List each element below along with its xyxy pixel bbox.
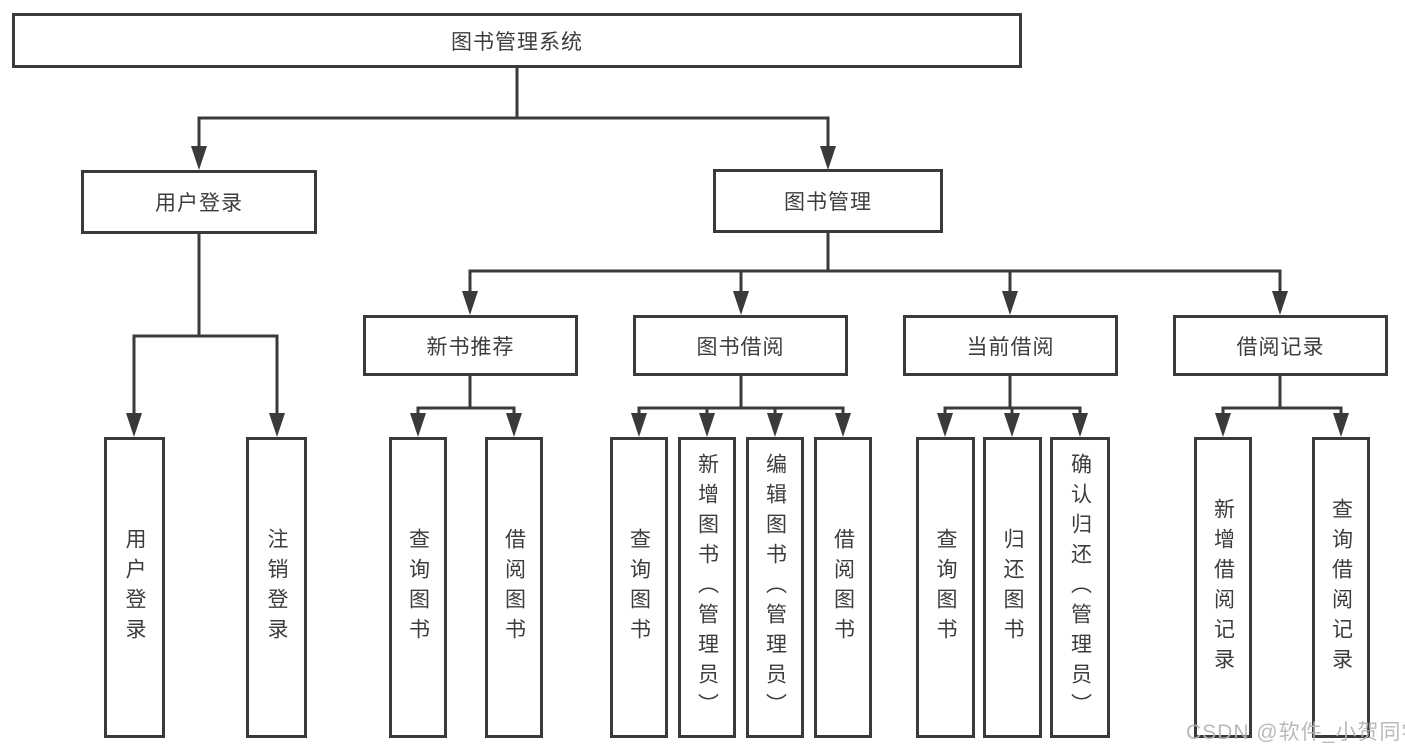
leaf-borrow-books-recommend: 借阅图书 bbox=[485, 437, 543, 738]
leaf-label: 归还图书 bbox=[1001, 527, 1024, 648]
node-label: 图书管理系统 bbox=[451, 30, 583, 54]
node-current-borrowing: 当前借阅 bbox=[903, 315, 1118, 376]
node-library-management-system: 图书管理系统 bbox=[12, 13, 1022, 68]
leaf-query-books-current: 查询图书 bbox=[916, 437, 975, 738]
leaf-return-book: 归还图书 bbox=[983, 437, 1042, 738]
leaf-label: 确认归还（管理员） bbox=[1068, 452, 1092, 723]
node-label: 图书管理 bbox=[784, 191, 872, 214]
leaf-label: 新增图书（管理员） bbox=[695, 452, 719, 723]
csdn-watermark: CSDN @软件_小贺同学 bbox=[1186, 721, 1405, 744]
leaf-confirm-return-admin: 确认归还（管理员） bbox=[1050, 437, 1110, 738]
node-user-login-branch: 用户登录 bbox=[81, 170, 317, 234]
leaf-label: 查询图书 bbox=[627, 527, 651, 648]
leaf-query-books-recommend: 查询图书 bbox=[389, 437, 447, 738]
leaf-query-borrow-record: 查询借阅记录 bbox=[1312, 437, 1370, 738]
leaf-edit-book-admin: 编辑图书（管理员） bbox=[746, 437, 804, 738]
node-borrowing-records: 借阅记录 bbox=[1173, 315, 1388, 376]
leaf-label: 注销登录 bbox=[265, 527, 288, 648]
leaf-label: 新增借阅记录 bbox=[1211, 497, 1235, 678]
leaf-label: 编辑图书（管理员） bbox=[763, 452, 787, 723]
leaf-label: 借阅图书 bbox=[831, 527, 855, 648]
leaf-label: 用户登录 bbox=[123, 527, 146, 648]
node-book-borrowing: 图书借阅 bbox=[633, 315, 848, 376]
node-label: 图书借阅 bbox=[696, 335, 785, 359]
node-label: 新书推荐 bbox=[426, 335, 515, 359]
leaf-logout-login: 注销登录 bbox=[246, 437, 307, 738]
leaf-query-books-borrowing: 查询图书 bbox=[610, 437, 668, 738]
leaf-label: 查询图书 bbox=[406, 527, 430, 648]
node-label: 用户登录 bbox=[155, 192, 243, 215]
node-label: 当前借阅 bbox=[966, 335, 1055, 359]
node-label: 借阅记录 bbox=[1236, 335, 1325, 359]
leaf-add-borrow-record: 新增借阅记录 bbox=[1194, 437, 1252, 738]
leaf-label: 查询借阅记录 bbox=[1329, 497, 1353, 678]
leaf-add-book-admin: 新增图书（管理员） bbox=[678, 437, 736, 738]
leaf-borrow-books-borrowing: 借阅图书 bbox=[814, 437, 872, 738]
leaf-label: 借阅图书 bbox=[502, 527, 526, 648]
node-new-book-recommendation: 新书推荐 bbox=[363, 315, 578, 376]
arrowheads bbox=[126, 146, 1349, 437]
leaf-label: 查询图书 bbox=[934, 527, 957, 648]
leaf-user-login: 用户登录 bbox=[104, 437, 165, 738]
node-book-management-branch: 图书管理 bbox=[713, 169, 943, 233]
